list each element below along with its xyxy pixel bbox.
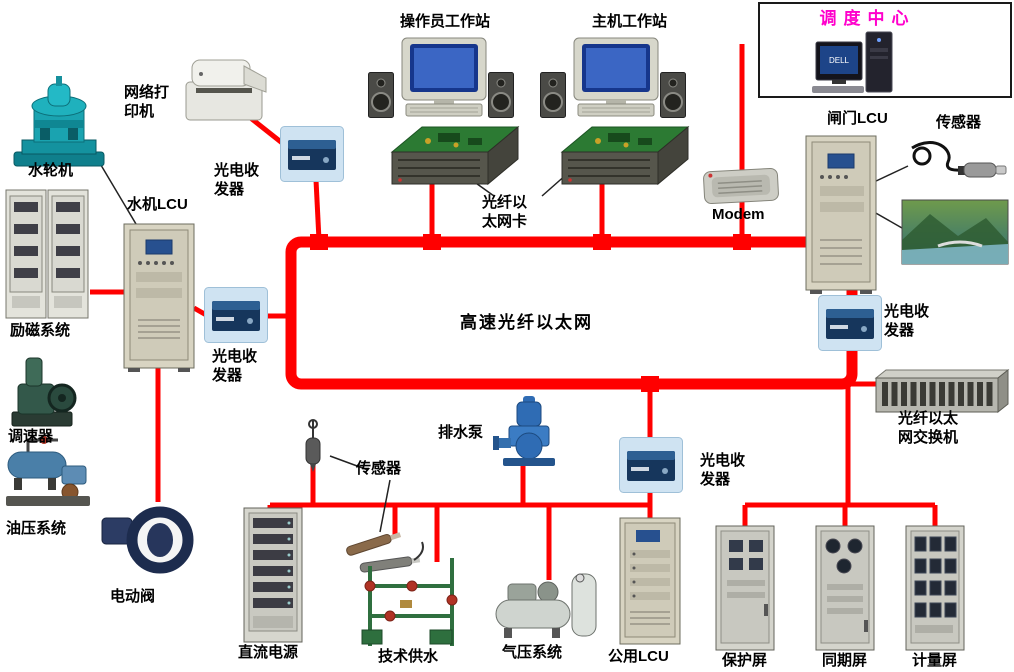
optical-transceiver-2 [204, 287, 268, 343]
modem-device [703, 167, 779, 205]
oil-pressure-system [6, 436, 90, 506]
bus-junction-blocks [310, 234, 751, 392]
excitation-cabinets [5, 189, 89, 319]
speaker-icon [540, 72, 566, 118]
label-sensor-bottom: 传感器 [356, 460, 402, 477]
fiber-ethernet-switch [874, 368, 1010, 414]
industrial-pc-2 [560, 125, 690, 186]
label-excitation: 励磁系统 [10, 322, 71, 339]
label-dispatch-center: 调度中心 [819, 9, 916, 28]
dc-power-cabinet [243, 507, 303, 643]
label-transceiver-2: 光电收发器 [212, 348, 258, 384]
hanging-sensor-device [305, 419, 321, 472]
dispatch-dell-pc: DELL [812, 31, 893, 93]
water-turbine [13, 76, 105, 167]
label-fiber-switch: 光纤以太网交换机 [898, 410, 959, 446]
label-metering-panel: 计量屏 [912, 652, 958, 669]
network-printer [185, 59, 267, 121]
label-pneumatic: 气压系统 [502, 644, 563, 661]
sensor-top-device [911, 141, 1007, 178]
operator-workstation [368, 37, 514, 118]
label-oil-pressure: 油压系统 [6, 520, 67, 537]
label-drain-pump: 排水泵 [438, 424, 484, 441]
metering-panel-cabinet [905, 525, 965, 651]
speaker-icon [368, 72, 394, 118]
governor-machine [11, 357, 77, 427]
drain-pump-device [493, 396, 555, 466]
label-protection-panel: 保护屏 [722, 652, 768, 669]
common-lcu-cabinet [619, 517, 681, 645]
label-common-lcu: 公用LCU [608, 648, 669, 665]
speaker-icon [488, 72, 514, 118]
gate-lcu-cabinet [805, 135, 877, 294]
dell-logo-text: DELL [829, 56, 850, 65]
optical-transceiver-3 [818, 295, 882, 351]
label-transceiver-4: 光电收发器 [700, 452, 746, 488]
optical-transceiver-4 [619, 437, 683, 493]
label-host-workstation: 主机工作站 [592, 13, 668, 30]
label-transceiver-3: 光电收发器 [884, 303, 930, 339]
label-dc-power: 直流电源 [238, 644, 299, 661]
sync-panel-cabinet [815, 525, 875, 651]
optical-transceiver-1 [280, 126, 344, 182]
label-gate-lcu: 闸门LCU [827, 110, 888, 127]
sensor-probes [346, 532, 424, 573]
label-water-turbine: 水轮机 [28, 162, 74, 179]
label-sync-panel: 同期屏 [822, 652, 868, 669]
industrial-pc-1 [390, 125, 520, 186]
label-turbine-lcu: 水机LCU [127, 196, 188, 213]
label-fiber-card: 光纤以太网卡 [482, 194, 528, 230]
label-tech-water: 技术供水 [378, 648, 439, 665]
pneumatic-system [495, 573, 597, 638]
label-modem: Modem [712, 206, 765, 223]
turbine-lcu-cabinet [123, 223, 195, 372]
protection-panel-cabinet [715, 525, 775, 651]
label-sensor-top: 传感器 [936, 114, 982, 131]
dam-photo [901, 199, 1009, 265]
tech-water-piping [361, 558, 458, 646]
speaker-icon [660, 72, 686, 118]
label-network-printer: 网络打印机 [124, 84, 170, 120]
label-governor: 调速器 [8, 428, 54, 445]
label-operator-workstation: 操作员工作站 [400, 13, 491, 30]
label-transceiver-1: 光电收发器 [214, 162, 260, 198]
label-electric-valve: 电动阀 [110, 588, 156, 605]
host-workstation [540, 37, 686, 118]
electric-valve [101, 506, 194, 574]
label-bus-title: 高速光纤以太网 [460, 313, 593, 332]
